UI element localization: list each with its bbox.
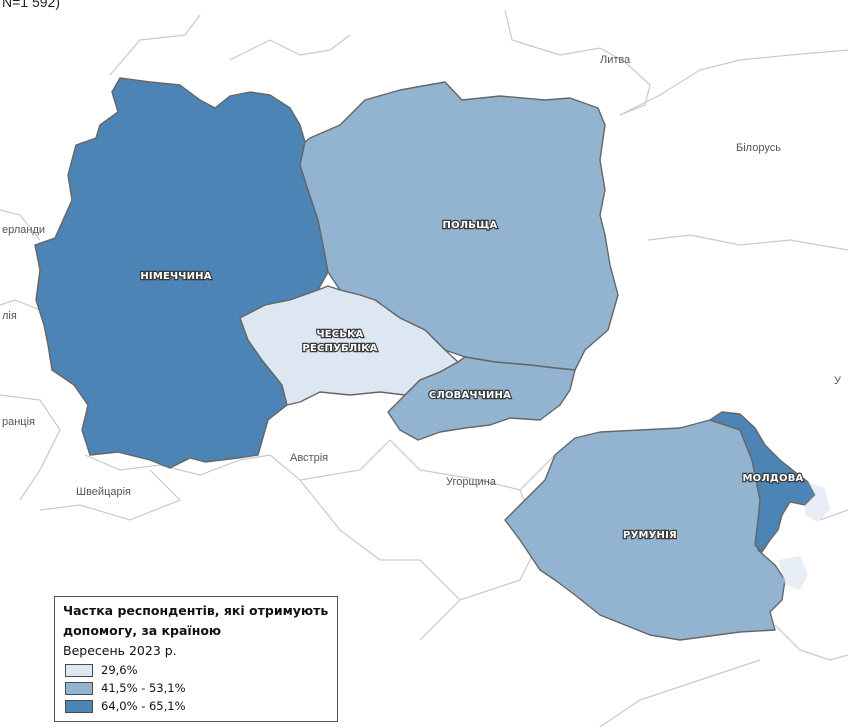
legend-item-mid: 41,5% - 53,1% — [65, 679, 329, 697]
country-slovakia[interactable] — [387, 356, 576, 441]
label-france: ранція — [2, 416, 35, 428]
label-czechia-line2: РЕСПУБЛІКА — [302, 343, 377, 354]
label-netherlands: ерланди — [2, 224, 45, 236]
legend-title-line1: Частка респондентів, які отримують — [63, 603, 329, 618]
legend-label-mid: 41,5% - 53,1% — [101, 681, 186, 695]
map-legend: Частка респондентів, які отримують допом… — [54, 596, 338, 722]
label-belarus: Білорусь — [736, 142, 781, 154]
label-ukraine: У — [834, 375, 842, 387]
label-moldova: МОЛДОВА — [743, 473, 804, 484]
label-hungary: Угорщина — [446, 476, 497, 488]
label-belgium: лія — [2, 310, 17, 322]
label-germany: НІМЕЧЧИНА — [140, 271, 211, 282]
legend-subtitle: Вересень 2023 р. — [63, 643, 177, 658]
label-austria: Австрія — [290, 452, 328, 464]
legend-title-line2: допомогу, за країною — [63, 623, 222, 638]
legend-swatch-high — [65, 699, 93, 713]
country-moldova[interactable] — [709, 411, 816, 553]
country-germany[interactable] — [34, 77, 329, 469]
label-poland: ПОЛЬЩА — [443, 220, 498, 231]
legend-item-high: 64,0% - 65,1% — [65, 697, 329, 715]
label-lithuania: Литва — [600, 54, 631, 66]
country-romania[interactable] — [504, 419, 786, 641]
legend-swatch-mid — [65, 681, 93, 695]
country-poland[interactable] — [299, 81, 619, 371]
sample-size-note: N=1 592) — [2, 0, 60, 10]
legend-label-low: 29,6% — [101, 663, 138, 677]
label-slovakia: СЛОВАЧЧИНА — [429, 390, 511, 401]
label-romania: РУМУНІЯ — [623, 530, 677, 541]
label-czechia-line1: ЧЕСЬКА — [317, 329, 364, 340]
legend-item-low: 29,6% — [65, 661, 329, 679]
legend-swatch-low — [65, 663, 93, 677]
moldova-east-fragment — [805, 482, 830, 522]
legend-label-high: 64,0% - 65,1% — [101, 699, 186, 713]
background-borders — [0, 9, 848, 727]
label-switzerland: Швейцарія — [76, 486, 131, 498]
ukraine-south-fragment — [778, 556, 808, 590]
